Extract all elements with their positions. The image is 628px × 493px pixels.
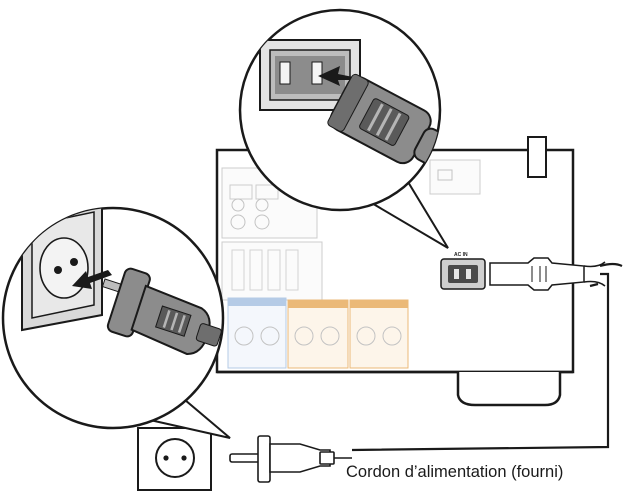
magnified-wall-outlet-view <box>1 206 225 430</box>
power-cord <box>351 262 623 452</box>
speaker-terminals <box>221 159 481 369</box>
wall-socket-small <box>137 427 212 491</box>
power-cord-caption: Cordon d’alimentation (fourni) <box>346 463 564 481</box>
top-bracket <box>527 136 547 178</box>
power-cord-connector <box>489 257 606 291</box>
receiver-foot <box>456 372 562 407</box>
ac-inlet-label: AC IN <box>454 252 468 258</box>
plug-small <box>229 435 352 483</box>
ac-inlet: AC IN <box>440 252 486 290</box>
